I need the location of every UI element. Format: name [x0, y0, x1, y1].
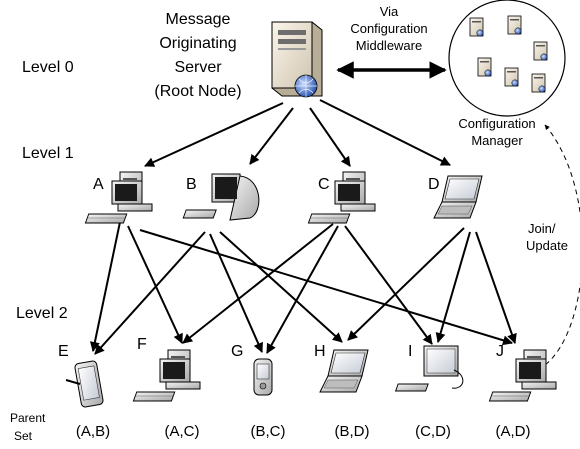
- level1-label: Level 1: [22, 145, 74, 162]
- root-node: Message Originating Server (Root Node): [154, 11, 323, 100]
- node-e-letter: E: [58, 343, 69, 360]
- node-h-parents: (B,D): [335, 423, 370, 440]
- node-g: G (B,C): [231, 343, 286, 440]
- node-f-letter: F: [137, 336, 147, 353]
- lcd-monitor-icon: [395, 345, 464, 392]
- tablet-icon: [65, 359, 105, 409]
- configuration-manager: Configuration Manager: [448, 0, 566, 148]
- node-h-letter: H: [314, 343, 326, 360]
- node-i-parents: (C,D): [415, 423, 451, 440]
- middleware-label-line-1: Via: [380, 4, 399, 19]
- node-a: A: [84, 171, 153, 224]
- middleware-label: Via Configuration Middleware: [350, 4, 427, 53]
- node-b-letter: B: [186, 176, 197, 193]
- node-e-parents: (A,B): [76, 423, 110, 440]
- node-c: C: [307, 171, 376, 224]
- pda-icon: [253, 358, 273, 396]
- node-j-letter: J: [496, 343, 504, 360]
- root-title: Message Originating Server (Root Node): [154, 11, 241, 100]
- parent-set-label-line-2: Set: [14, 429, 33, 443]
- laptop-icon: [433, 175, 483, 219]
- node-b: B: [182, 173, 260, 221]
- config-manager-label-line-2: Manager: [471, 133, 523, 148]
- level2-label: Level 2: [16, 305, 68, 322]
- server-tower-icon: [271, 21, 323, 98]
- node-f-parents: (A,C): [165, 423, 200, 440]
- node-i-letter: I: [408, 343, 412, 360]
- config-manager-label-line-1: Configuration: [458, 116, 535, 131]
- node-a-letter: A: [93, 176, 104, 193]
- node-c-letter: C: [318, 176, 330, 193]
- join-update-label-line-1: Join/: [528, 221, 556, 236]
- node-e: E (A,B): [58, 343, 110, 440]
- parent-set-label-line-1: Parent: [10, 411, 46, 425]
- node-h: H (B,D): [314, 343, 370, 440]
- node-i: I (C,D): [395, 343, 464, 440]
- node-g-parents: (B,C): [251, 423, 286, 440]
- root-title-line-3: Server: [174, 59, 222, 76]
- node-g-letter: G: [231, 343, 243, 360]
- root-title-line-4: (Root Node): [154, 83, 241, 100]
- config-manager-circle: [448, 0, 566, 117]
- root-title-line-1: Message: [166, 11, 231, 28]
- node-j: J (A,D): [488, 343, 557, 440]
- node-f: F (A,C): [132, 336, 201, 440]
- level1-to-level2-edges: [89, 221, 517, 355]
- node-d: D: [428, 175, 483, 219]
- node-j-parents: (A,D): [496, 423, 531, 440]
- middleware-label-line-3: Middleware: [356, 38, 422, 53]
- root-to-level1-edges: [144, 99, 451, 167]
- join-update-label-line-2: Update: [526, 238, 568, 253]
- level0-label: Level 0: [22, 59, 74, 76]
- desktop-computer-icon: [132, 349, 201, 402]
- middleware-label-line-2: Configuration: [350, 21, 427, 36]
- laptop-icon: [319, 349, 369, 393]
- root-title-line-2: Originating: [159, 35, 236, 52]
- node-d-letter: D: [428, 176, 440, 193]
